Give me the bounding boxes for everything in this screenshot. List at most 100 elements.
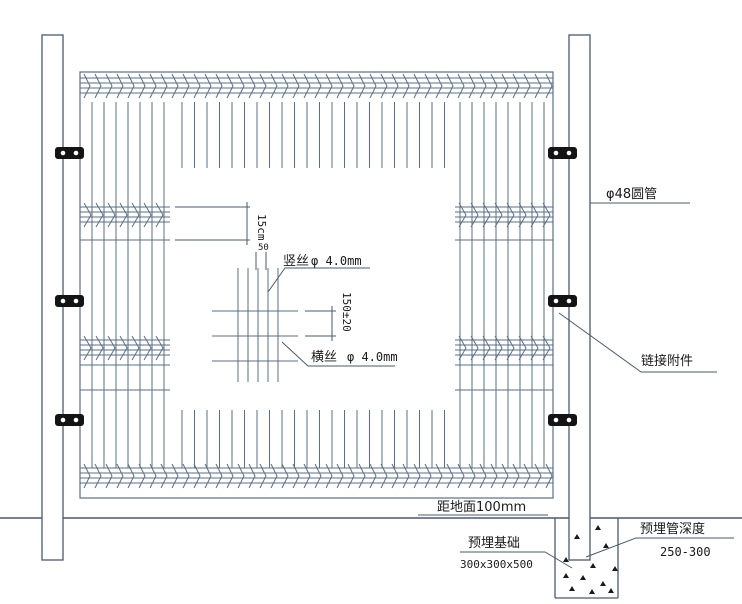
band-chevron [325,463,333,489]
band-chevron [413,463,421,489]
band-chevron [518,202,527,228]
band-chevron [143,202,152,228]
band-chevron [347,463,355,489]
clip-hole [73,150,79,156]
band-chevron [479,463,487,489]
band-chevron [512,73,520,99]
band-chevron [314,463,322,489]
band-chevron [523,73,531,99]
band-chevron [458,202,467,228]
band-chevron [303,463,311,489]
band-chevron [105,463,113,489]
band-chevron [542,202,551,228]
foundation-gravel [563,525,618,594]
band-chevron [336,463,344,489]
spacing-150-label: 150±20 [340,292,353,332]
band-chevron [94,73,102,99]
band-chevron [292,73,300,99]
band-chevron [446,463,454,489]
band-chevron [501,463,509,489]
clip-hole [566,417,572,423]
band-chevron [380,463,388,489]
band-chevron [413,73,421,99]
gravel-stone [595,525,601,530]
clip-hole [73,417,79,423]
band-chevron [542,335,551,361]
clip-hole [566,298,572,304]
band-chevron [424,73,432,99]
clip-hole [553,298,559,304]
band-chevron [435,73,443,99]
band-chevron [281,73,289,99]
band-chevron [446,73,454,99]
connector-clip [548,147,577,159]
band-chevron [237,463,245,489]
horizontal-wire-leader [281,341,395,367]
panel-frame [79,71,554,499]
band-chevron [369,73,377,99]
band-chevron [380,73,388,99]
connector-clip [548,414,577,426]
band-chevron [155,202,164,228]
band-chevron [95,202,104,228]
band-chevron [127,73,135,99]
connector-leader [558,312,717,373]
horizontal-wires [80,239,553,391]
band-chevron [131,202,140,228]
band-chevron [534,463,542,489]
connector-clip [55,414,84,426]
band-chevron [314,73,322,99]
ground-clearance-label: 距地面100mm [437,500,526,515]
band-chevron [482,202,491,228]
band-chevron [182,463,190,489]
clip-hole [60,150,66,156]
band-chevron [490,463,498,489]
connector-clip [55,295,84,307]
mesh-detail [212,268,298,382]
band-chevron [494,202,503,228]
band-chevron [530,202,539,228]
band-chevron [523,463,531,489]
fold-height-label: 15cm [255,214,268,241]
horizontal-wire-spec: φ 4.0mm [347,350,398,364]
band-chevron [347,73,355,99]
band-chevron [470,335,479,361]
band-chevron [149,73,157,99]
bottom-fold-band [80,463,553,489]
mid-vertical-wires [181,102,445,468]
fence-panel [79,71,554,499]
band-chevron [182,73,190,99]
connector-label: 链接附件 [641,353,693,369]
side-vertical-wires [91,102,545,468]
band-chevron [402,463,410,489]
band-chevron [468,463,476,489]
band-chevron [470,202,479,228]
band-chevron [435,463,443,489]
horizontal-wire-prefix: 横丝 [311,350,337,365]
band-chevron [501,73,509,99]
band-chevron [248,73,256,99]
detail-wires [212,268,298,382]
gravel-stone [563,557,569,562]
band-chevron [107,202,116,228]
band-chevron [116,463,124,489]
band-chevron [325,73,333,99]
fold-height-dimension [175,202,250,245]
band-chevron [336,73,344,99]
pipe-label: φ48圆管 [606,187,657,202]
band-chevron [160,73,168,99]
band-chevron [458,335,467,361]
band-chevron [226,463,234,489]
band-chevron [131,335,140,361]
band-chevron [512,463,520,489]
clip-hole [566,150,572,156]
band-chevron [193,73,201,99]
right-fold-band-lower [455,335,553,361]
spacing-50-label: 50 [258,243,269,253]
band-chevron [237,73,245,99]
band-chevron [193,463,201,489]
gravel-stone [608,588,614,593]
gravel-stone [574,534,580,539]
foundation-label: 预埋基础 [468,536,520,551]
